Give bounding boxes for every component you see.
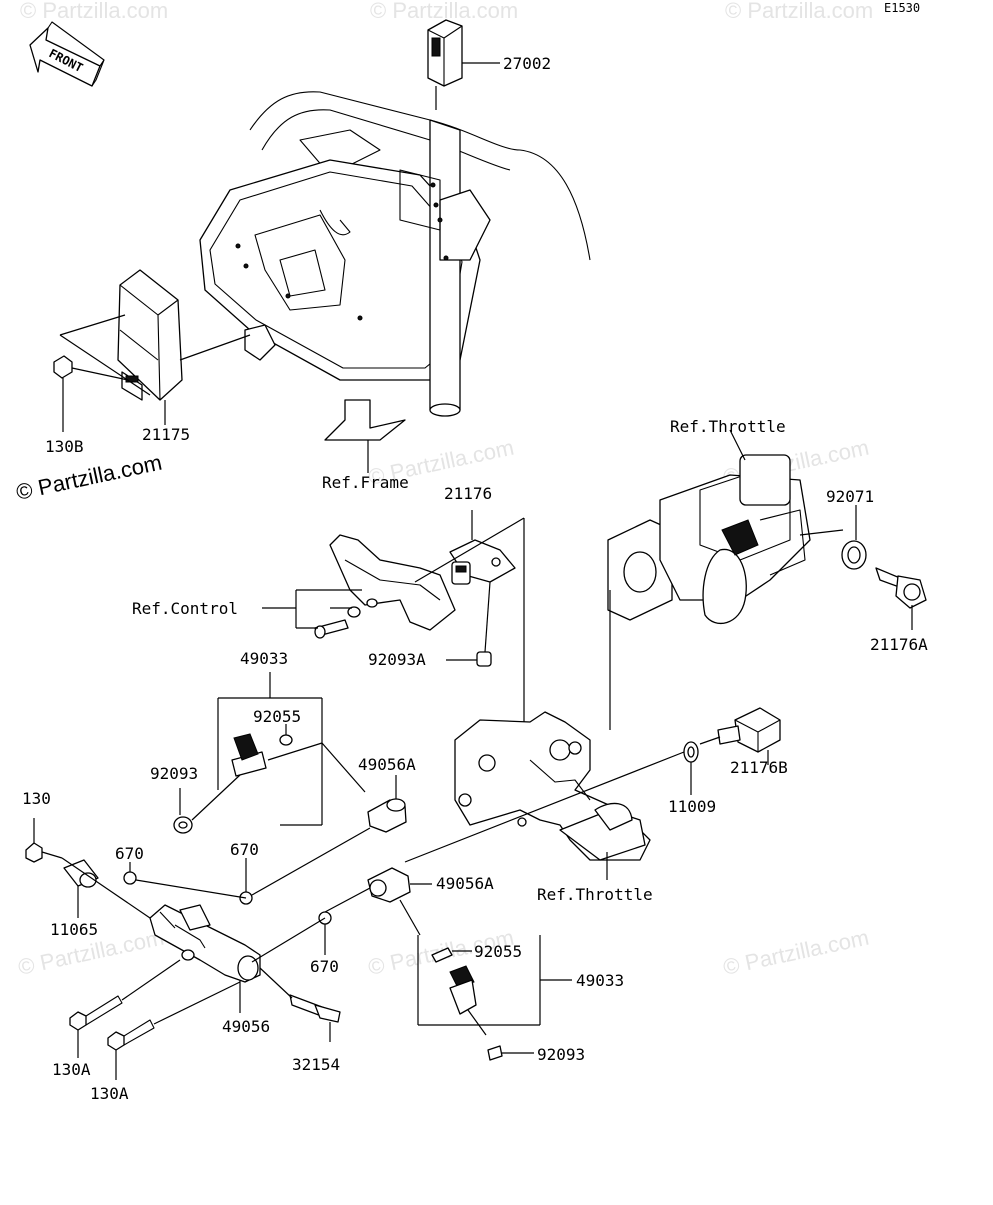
watermark: © Partzilla.com [370, 0, 518, 23]
ref-control-label: Ref.Control [132, 599, 238, 618]
label-670-b: 670 [230, 840, 259, 859]
label-130: 130 [22, 789, 51, 808]
vehicle-frame [199, 91, 591, 473]
watermark: © Partzilla.com [20, 0, 168, 23]
label-92071: 92071 [826, 487, 874, 506]
washer-11009 [404, 741, 699, 863]
pipe-32154 [259, 967, 341, 1042]
o-ring-670-a [123, 862, 137, 885]
label-49056: 49056 [222, 1017, 270, 1036]
label-130b: 130B [45, 437, 84, 456]
relay-27002 [427, 19, 500, 110]
grommet-92093a [446, 651, 492, 667]
bolt-130a-1 [69, 959, 181, 1058]
intake-manifold [454, 711, 651, 880]
label-92093a: 92093A [368, 650, 426, 669]
sensor-21176 [414, 510, 525, 730]
label-49033-top: 49033 [240, 649, 288, 668]
label-49056a-bottom: 49056A [436, 874, 494, 893]
label-49056a-top: 49056A [358, 755, 416, 774]
watermark: © Partzilla.com [725, 0, 873, 23]
sensor-21176b [699, 707, 781, 765]
label-21176b: 21176B [730, 758, 788, 777]
label-49033-bottom: 49033 [576, 971, 624, 990]
sensor-21176a [875, 567, 927, 630]
label-11065: 11065 [50, 920, 98, 939]
watermark-main: © Partzilla.com [14, 450, 164, 505]
label-92093-bottom: 92093 [537, 1045, 585, 1064]
seal-92071 [841, 505, 867, 570]
label-92055-top: 92055 [253, 707, 301, 726]
bolt-130a-2 [107, 981, 241, 1080]
control-bracket [262, 534, 456, 639]
injector-group-top [191, 672, 366, 826]
o-ring-92093-left [173, 788, 193, 834]
ref-frame-label: Ref.Frame [322, 473, 409, 492]
label-130a-1: 130A [52, 1060, 91, 1079]
label-21175: 21175 [142, 425, 190, 444]
ref-throttle-bottom-label: Ref.Throttle [537, 885, 653, 904]
diagram-code: E1530 [884, 1, 920, 15]
ecu-21175 [59, 269, 251, 425]
label-130a-2: 130A [90, 1084, 129, 1103]
ref-throttle-top-label: Ref.Throttle [670, 417, 786, 436]
watermark: © Partzilla.com [721, 925, 871, 980]
fitting-49056a-top [367, 775, 407, 833]
front-arrow-icon: FRONT [29, 21, 105, 87]
throttle-body [607, 429, 844, 730]
fitting-49056a-bottom [367, 867, 432, 936]
label-11009: 11009 [668, 797, 716, 816]
label-32154: 32154 [292, 1055, 340, 1074]
bolt-130 [25, 818, 63, 863]
label-92093-left: 92093 [150, 764, 198, 783]
label-670-a: 670 [115, 844, 144, 863]
label-92055-bottom: 92055 [474, 942, 522, 961]
label-21176a: 21176A [870, 635, 928, 654]
fuel-rail-49056 [61, 827, 371, 1013]
collar-11065 [63, 859, 99, 918]
label-27002: 27002 [503, 54, 551, 73]
label-21176: 21176 [444, 484, 492, 503]
bolt-130b [53, 355, 129, 432]
injector-group-bottom [417, 935, 572, 1061]
label-670-c: 670 [310, 957, 339, 976]
